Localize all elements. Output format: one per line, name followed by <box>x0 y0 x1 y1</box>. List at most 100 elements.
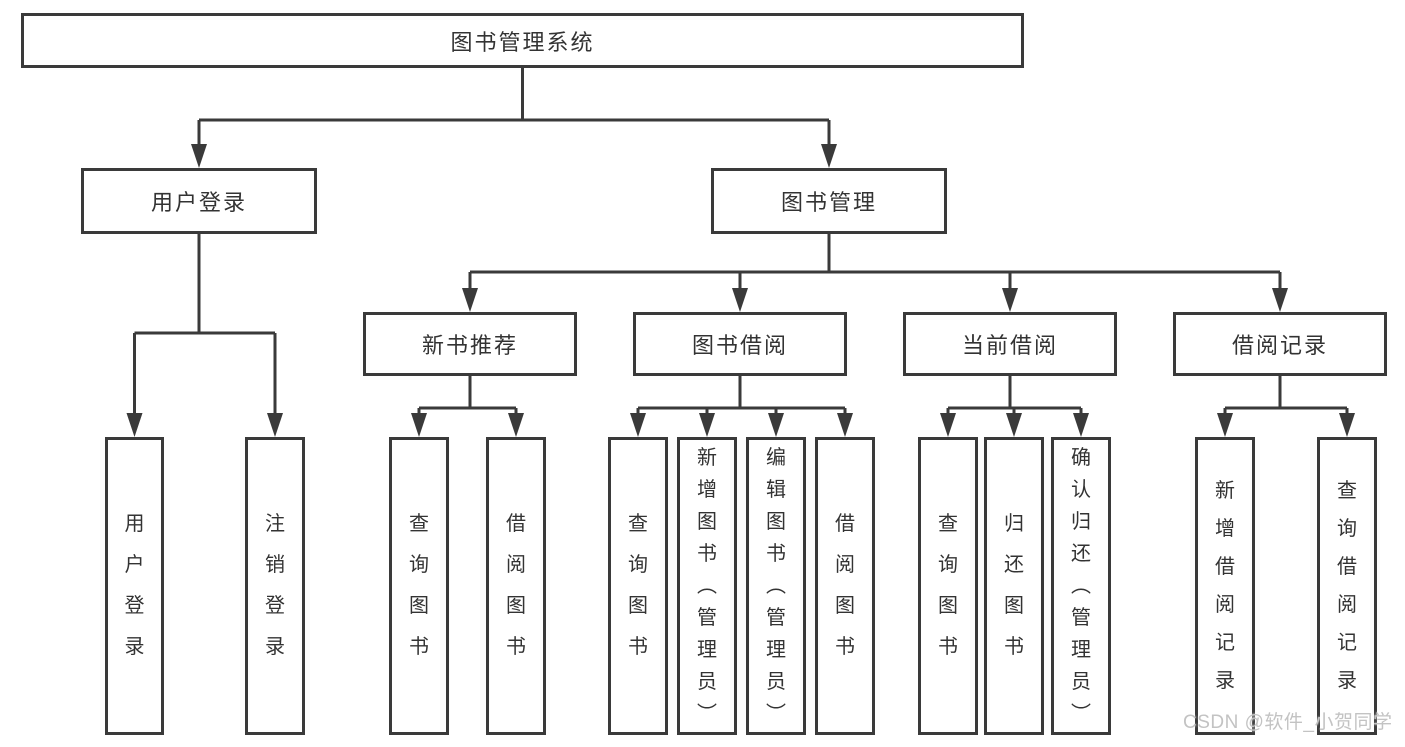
node-label-char: 注 <box>265 513 285 535</box>
node-book-borrow: 图书借阅 <box>633 312 847 376</box>
arrowhead-icon <box>630 413 646 437</box>
node-label-char: 查 <box>938 513 958 535</box>
node-label-char: 管 <box>1071 607 1091 629</box>
arrowhead-icon <box>267 413 283 437</box>
node-label-char: 理 <box>1071 639 1091 661</box>
node-label-char: ︵ <box>697 575 717 597</box>
node-label-char: 销 <box>265 554 285 576</box>
arrowhead-icon <box>1073 413 1089 437</box>
node-query-borrow-record: 查询借阅记录 <box>1317 437 1377 735</box>
node-label-char: 认 <box>1071 479 1091 501</box>
node-label-char: ︶ <box>697 703 717 725</box>
node-label-char: ︵ <box>1071 575 1091 597</box>
node-label-char: 图 <box>628 595 648 617</box>
node-label-char: 归 <box>1004 513 1024 535</box>
node-label-char: 还 <box>1071 543 1091 565</box>
node-label-char: 户 <box>124 554 145 576</box>
node-label-char: 员 <box>697 671 717 693</box>
arrowhead-icon <box>768 413 784 437</box>
node-book-mgmt: 图书管理 <box>711 168 947 234</box>
node-label-char: 图 <box>409 595 429 617</box>
node-label-char: 查 <box>628 513 648 535</box>
node-label-char: 记 <box>1215 632 1235 654</box>
node-label-char: 书 <box>1004 636 1024 658</box>
node-query-book-2: 查询图书 <box>608 437 668 735</box>
node-label: 新书推荐 <box>421 333 518 358</box>
node-label-char: 管 <box>766 607 786 629</box>
node-return-book: 归还图书 <box>984 437 1044 735</box>
node-label-char: 借 <box>1215 556 1235 578</box>
node-label-char: 录 <box>265 636 285 658</box>
node-label-char: 书 <box>938 636 958 658</box>
node-label-char: 辑 <box>766 479 786 501</box>
node-label-char: 图 <box>1004 595 1024 617</box>
node-label-char: ︶ <box>766 703 786 725</box>
node-label-char: 图 <box>766 511 786 533</box>
node-label-char: 增 <box>697 479 717 501</box>
node-edit-book-admin: 编辑图书︵管理员︶ <box>746 437 806 735</box>
node-new-book-recommend: 新书推荐 <box>363 312 577 376</box>
node-label: 借阅记录 <box>1231 333 1328 358</box>
node-label-char: 阅 <box>1215 594 1235 616</box>
node-label-char: 阅 <box>506 554 526 576</box>
node-label-char: 理 <box>697 639 717 661</box>
node-system-root: 图书管理系统 <box>21 13 1024 68</box>
node-label-char: 管 <box>697 607 717 629</box>
node-label-char: 记 <box>1337 632 1357 654</box>
node-label-char: 书 <box>697 543 717 565</box>
watermark: CSDN @软件_小贺同学 <box>1183 712 1393 733</box>
arrowhead-icon <box>462 288 478 312</box>
node-label-char: 书 <box>766 543 786 565</box>
node-borrow-book-2: 借阅图书 <box>815 437 875 735</box>
node-label: 图书管理系统 <box>450 29 595 55</box>
node-label-char: 还 <box>1004 554 1024 576</box>
node-label-char: 书 <box>835 636 855 658</box>
node-user-login-leaf: 用户登录 <box>105 437 164 735</box>
arrowhead-icon <box>732 288 748 312</box>
node-label: 当前借阅 <box>961 333 1058 358</box>
node-label-char: 图 <box>835 595 855 617</box>
node-add-borrow-record: 新增借阅记录 <box>1195 437 1255 735</box>
arrowhead-icon <box>1002 288 1018 312</box>
node-label-char: 图 <box>938 595 958 617</box>
node-label-char: 图 <box>697 511 717 533</box>
node-label-char: 书 <box>409 636 429 658</box>
arrowhead-icon <box>837 413 853 437</box>
node-label-char: 用 <box>124 513 145 535</box>
node-label-char: 新 <box>697 447 717 469</box>
node-label-char: ︵ <box>766 575 786 597</box>
node-label-char: 增 <box>1215 518 1235 540</box>
node-label-char: 员 <box>1071 671 1091 693</box>
node-label-char: 询 <box>938 554 958 576</box>
arrowhead-icon <box>821 144 837 168</box>
node-label-char: 阅 <box>835 554 855 576</box>
node-label-char: 查 <box>409 513 429 535</box>
node-label-char: 询 <box>1337 518 1357 540</box>
node-current-borrow: 当前借阅 <box>903 312 1117 376</box>
node-label: 图书管理 <box>780 190 877 215</box>
node-label-char: 图 <box>506 595 526 617</box>
node-add-book-admin: 新增图书 ︵ 管理员 ︶ <box>677 437 737 735</box>
node-label-char: 书 <box>506 636 526 658</box>
node-user-login: 用户登录 <box>81 168 317 234</box>
arrowhead-icon <box>699 413 715 437</box>
node-borrow-book-1: 借阅图书 <box>486 437 546 735</box>
node-label: 用户登录 <box>150 190 247 215</box>
node-confirm-return-admin: 确认归还︵管理员︶ <box>1051 437 1111 735</box>
node-label-char: 录 <box>1215 670 1235 692</box>
node-label-char: 书 <box>628 636 648 658</box>
node-label-char: 录 <box>1337 670 1357 692</box>
node-label-char: 录 <box>124 636 145 658</box>
node-label-char: 员 <box>766 671 786 693</box>
node-label-char: 询 <box>628 554 648 576</box>
node-label-char: 确 <box>1071 447 1091 469</box>
node-label-char: 阅 <box>1337 594 1357 616</box>
node-label-char: 归 <box>1071 511 1091 533</box>
arrowhead-icon <box>191 144 207 168</box>
arrowhead-icon <box>1272 288 1288 312</box>
arrowhead-icon <box>1217 413 1233 437</box>
arrowhead-icon <box>126 413 143 437</box>
node-borrow-record: 借阅记录 <box>1173 312 1387 376</box>
node-label-char: 询 <box>409 554 429 576</box>
